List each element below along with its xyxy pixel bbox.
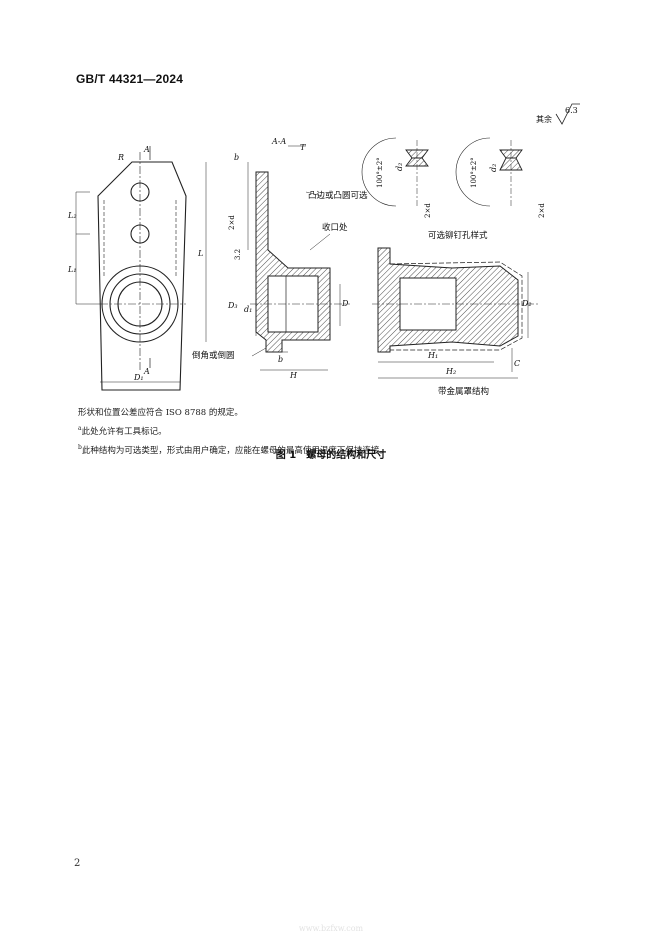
section-dimensions — [247, 145, 341, 371]
label-angle-a: 100°±2° — [376, 157, 384, 188]
label-D2: D₂ — [521, 299, 532, 308]
section-view — [250, 171, 350, 353]
roughness-value: 6.3 — [565, 106, 578, 115]
watermark: www.bzfxw.com — [298, 924, 364, 933]
cap-dimensions — [378, 272, 529, 379]
label-hole-dim-a: 2×d — [424, 203, 432, 218]
label-H: H — [289, 371, 298, 380]
label-H2: H₂ — [445, 367, 456, 376]
label-3-2: 3.2 — [234, 249, 242, 260]
label-D: D — [341, 299, 349, 308]
label-L: L — [197, 249, 203, 258]
callout-chamfer: 倒角或倒圆 — [192, 350, 235, 361]
roughness-prefix: 其余 — [536, 114, 552, 124]
note-line: 形状和位置公差应符合 ISO 8788 的规定。 — [78, 407, 243, 418]
label-D1: D₁ — [133, 373, 144, 382]
label-d2-a: d₂ — [395, 163, 404, 171]
label-C: C — [514, 359, 520, 368]
rivet-hole-style-2 — [455, 137, 523, 207]
label-L2: L₂ — [67, 211, 77, 220]
page-number: 2 — [74, 858, 81, 869]
standard-code: GB/T 44321—2024 — [76, 72, 184, 86]
section-title: A-A — [271, 137, 286, 146]
drawing-notes: 形状和位置公差应符合 ISO 8788 的规定。 a此处允许有工具标记。 b此种… — [78, 402, 388, 458]
label-H1: H₁ — [427, 351, 438, 360]
note-line: b此种结构为可选类型，形式由用户确定，应能在螺母的最高使用温度下保持连接。 — [78, 443, 388, 456]
label-b-bottom: b — [278, 355, 283, 364]
label-b-top: b — [234, 153, 239, 162]
label-d2-b: d₂ — [489, 164, 498, 172]
label-angle-b: 100°±2° — [470, 157, 478, 188]
label-hole-dim: 2×d — [228, 215, 236, 230]
label-D3: D₃ — [227, 301, 238, 310]
figure-caption: 图 1 螺母的结构和尺寸 — [275, 450, 387, 461]
metal-cap-view — [372, 247, 540, 353]
nut-structure-drawing: 其余 6.3 R A A L₂ L₁ L D₁ A-A — [67, 103, 580, 397]
label-L1: L₁ — [67, 265, 77, 274]
note-line: a此处允许有工具标记。 — [78, 424, 167, 437]
roughness-symbol: 其余 6.3 — [536, 103, 580, 125]
front-view — [75, 146, 207, 391]
callout-rivet-hole-style: 可选铆钉孔样式 — [428, 230, 488, 241]
label-T: T — [300, 143, 306, 152]
label-hole-dim-b: 2×d — [538, 203, 546, 218]
callout-metal-cap: 带金属罩结构 — [438, 386, 489, 397]
label-A-top: A — [143, 145, 150, 154]
callout-boss-optional: 凸边或凸圆可选 — [308, 190, 368, 201]
label-d1: d₁ — [244, 305, 252, 314]
rivet-hole-style-1 — [361, 137, 429, 207]
label-R: R — [117, 153, 124, 162]
label-A-bottom: A — [143, 367, 150, 376]
callout-crimp: 收口处 — [322, 222, 348, 233]
